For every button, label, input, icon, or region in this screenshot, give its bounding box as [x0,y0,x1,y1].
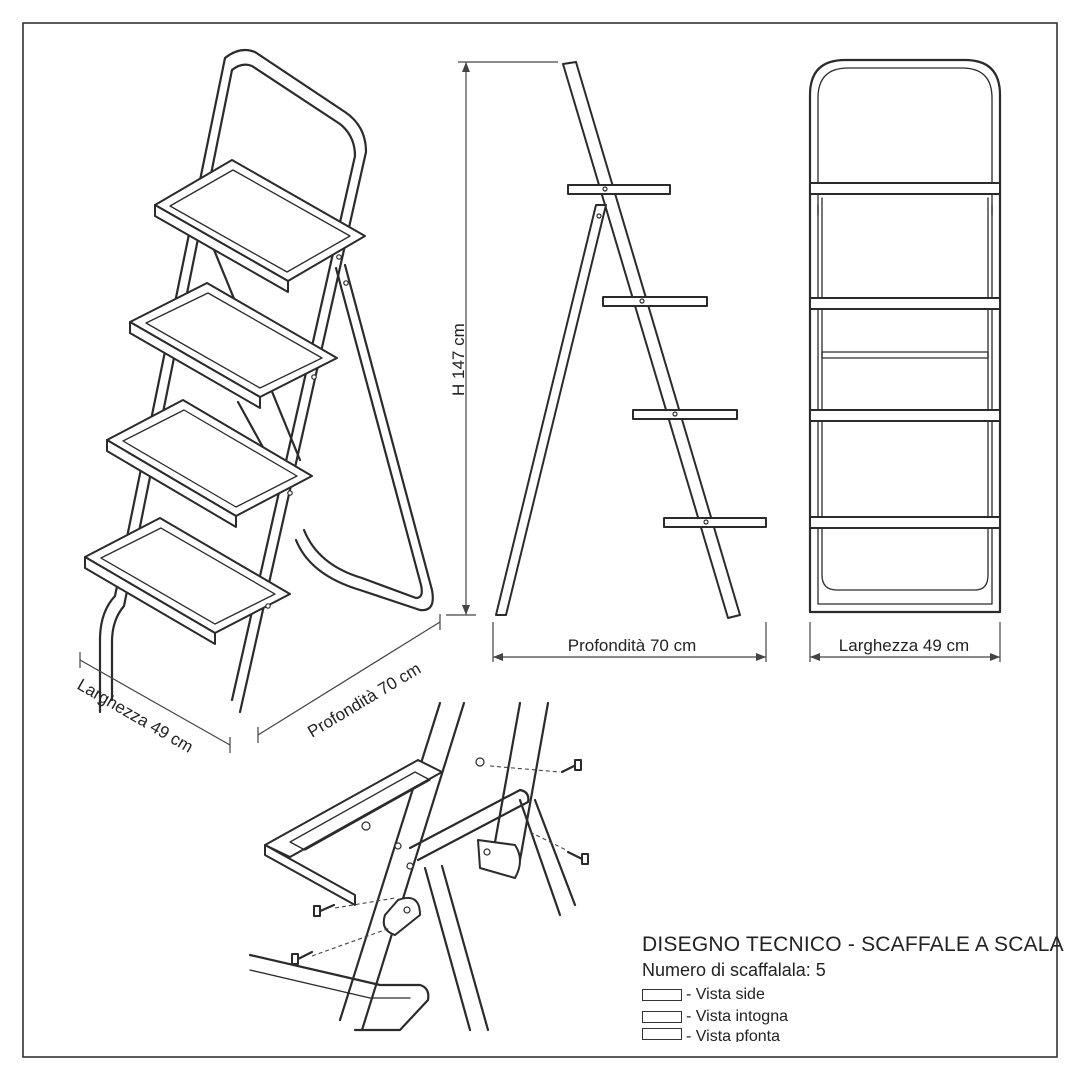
front-crossbar [821,351,989,359]
front-shelf-3 [809,409,1001,422]
iso-back-frame-inner [110,63,357,702]
screw-3 [313,903,336,917]
iso-width-dimension [79,659,231,746]
assembly-detail-view [248,701,589,1032]
screw-1 [560,759,582,774]
screw-2 [566,850,589,865]
front-inner-frame [817,67,993,605]
front-view: Larghezza 49 cm [808,58,1002,662]
legend-panel: DISEGNO TECNICO - SCAFFALE A SCALA Numer… [642,932,1064,1042]
side-shelf-2 [602,296,708,307]
iso-shelf-4 [84,517,291,645]
side-shelf-3 [632,409,738,420]
height-label: H 147 cm [449,323,468,396]
detail-shelf-tray [264,759,443,858]
front-shelf-2 [809,297,1001,310]
legend-item-side: - Vista side [642,984,1062,1006]
legend-item-intogna: - Vista intogna [642,1006,1062,1028]
front-outer-frame [808,58,1002,614]
iso-shelf-2 [129,282,338,409]
legend-item-label: - Vista intogna [686,1008,788,1025]
legend-item-label: - Vista side [686,986,765,1003]
side-shelf-4 [663,517,767,528]
iso-shelf-3 [106,399,313,528]
side-shelf-1 [567,184,671,195]
drawing-border [22,22,1058,1058]
legend-swatch [642,1028,682,1040]
front-width-label: Larghezza 49 cm [839,636,969,655]
iso-depth-dimension [257,621,441,736]
side-rear-leg [495,204,607,616]
iso-rear-leg [294,263,434,612]
front-shelf-4 [809,516,1001,529]
isometric-view: Larghezza 49 cm Profondità 70 cm [74,48,441,757]
screw-4 [291,950,314,965]
iso-back-frame [98,48,368,714]
front-shelf-1 [809,182,1001,195]
shelf-count: Numero di scaffalala: 5 [642,960,826,980]
legend-swatch [642,989,682,1001]
legend-item-label: - Vista pfonta [686,1028,780,1042]
iso-rear-leg-inner [302,266,423,600]
side-front-leg [562,61,741,619]
side-view: H 147 cm Profondità 70 cm [446,61,767,662]
side-depth-label: Profondità 70 cm [568,636,697,655]
legend-swatch [642,1011,682,1023]
iso-shelf-1 [154,159,366,293]
drawing-title: DISEGNO TECNICO - SCAFFALE A SCALA [642,933,1064,956]
iso-depth-label: Profondità 70 cm [304,659,424,741]
legend-item-pfonta: - Vista pfonta [642,1028,1062,1042]
